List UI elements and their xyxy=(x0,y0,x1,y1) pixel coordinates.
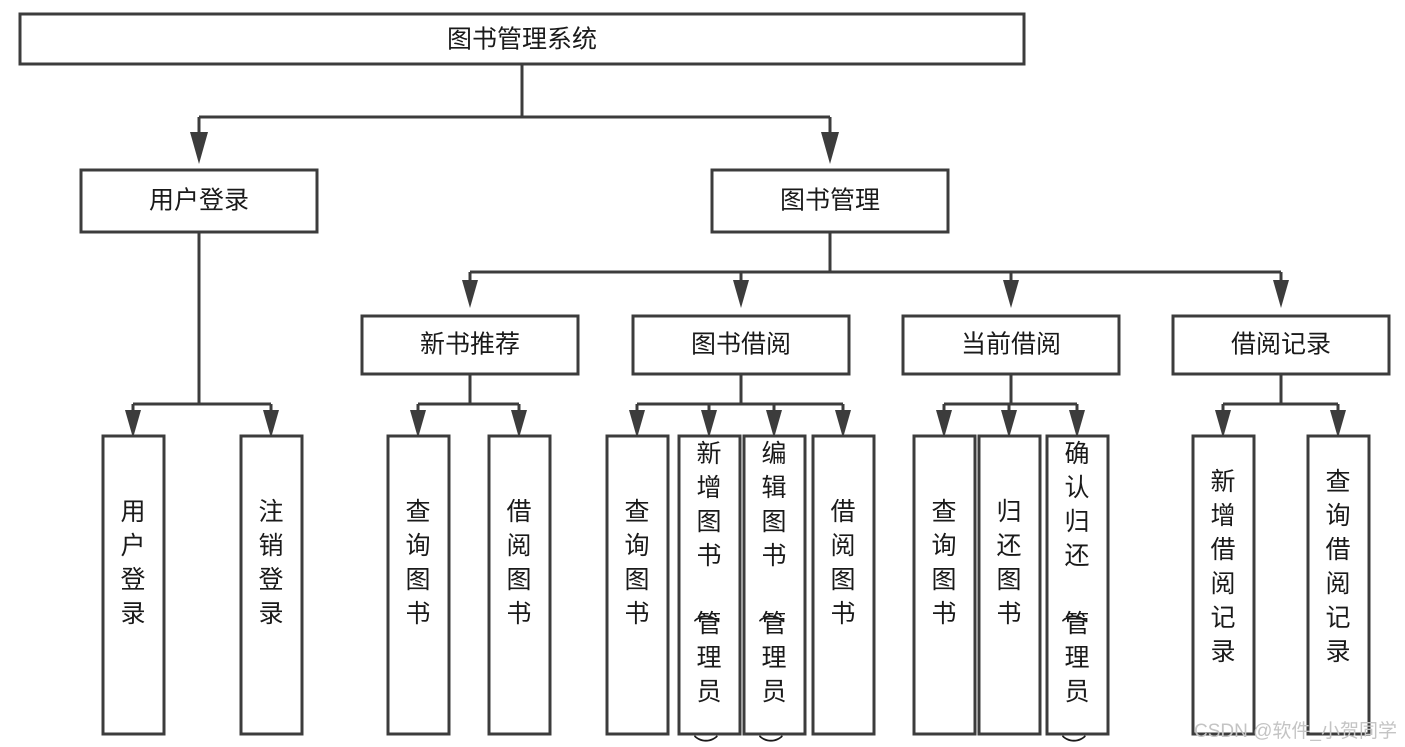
arrow-head-icon xyxy=(410,410,426,438)
arrow-head-icon xyxy=(733,280,749,308)
node-newbook-box[interactable] xyxy=(360,314,580,376)
node-bookmgmt-label: 图书管理 xyxy=(780,187,880,215)
node-root-label: 图书管理系统 xyxy=(447,26,597,54)
node-leaf11-label: 确认归还（管理员） xyxy=(1058,440,1089,747)
node-leaf4-box[interactable] xyxy=(487,434,552,736)
node-login[interactable]: 用户登录 xyxy=(79,168,319,234)
node-leaf2-box[interactable] xyxy=(239,434,304,736)
arrow-head-icon xyxy=(1003,280,1019,308)
node-current-label: 当前借阅 xyxy=(961,331,1061,359)
arrow-head-icon xyxy=(701,410,717,438)
node-leaf13-box[interactable] xyxy=(1306,434,1371,736)
node-leaf12[interactable]: 新增借阅记录 xyxy=(1191,434,1256,736)
node-leaf5-box[interactable] xyxy=(605,434,670,736)
arrow-head-icon xyxy=(511,410,527,438)
node-borrow-label: 图书借阅 xyxy=(691,331,791,359)
node-leaf6[interactable]: 新增图书（管理员） xyxy=(677,434,742,747)
node-leaf4-label: 借阅图书 xyxy=(506,498,531,628)
node-leaf11[interactable]: 确认归还（管理员） xyxy=(1045,434,1110,747)
arrow-head-icon xyxy=(190,132,208,164)
node-leaf5[interactable]: 查询图书 xyxy=(605,434,670,736)
node-login-label: 用户登录 xyxy=(149,187,249,215)
node-current-box[interactable] xyxy=(901,314,1121,376)
node-leaf8-box[interactable] xyxy=(811,434,876,736)
node-leaf6-box[interactable] xyxy=(677,434,742,736)
node-leaf9[interactable]: 查询图书 xyxy=(912,434,977,736)
arrow-head-icon xyxy=(263,410,279,438)
edge-group-records-to-leaves xyxy=(1215,374,1346,438)
arrow-head-icon xyxy=(1330,410,1346,438)
node-leaf8-label: 借阅图书 xyxy=(830,498,855,628)
csdn-watermark: CSDN @软件_小贺同学 xyxy=(1194,721,1397,742)
node-login-box[interactable] xyxy=(79,168,319,234)
node-records-label: 借阅记录 xyxy=(1231,331,1331,359)
node-records[interactable]: 借阅记录 xyxy=(1171,314,1391,376)
node-leaf1-box[interactable] xyxy=(101,434,166,736)
node-leaf10-box[interactable] xyxy=(977,434,1042,736)
arrow-head-icon xyxy=(125,410,141,438)
edge-group-newbook-to-leaves xyxy=(410,374,527,438)
arrow-head-icon xyxy=(936,410,952,438)
arrow-head-icon xyxy=(462,280,478,308)
edge-group-root-to-level2 xyxy=(190,64,839,164)
node-leaf7-box[interactable] xyxy=(742,434,807,736)
node-leaf1[interactable]: 用户登录 xyxy=(101,434,166,736)
node-leaf3-label: 查询图书 xyxy=(405,498,430,628)
node-leaf13[interactable]: 查询借阅记录 xyxy=(1306,434,1371,736)
arrow-head-icon xyxy=(766,410,782,438)
arrow-head-icon xyxy=(1001,410,1017,438)
node-leaf6-label: 新增图书（管理员） xyxy=(690,440,721,747)
node-leaf2-label: 注销登录 xyxy=(258,498,283,628)
node-leaf2[interactable]: 注销登录 xyxy=(239,434,304,736)
edge-group-current-to-leaves xyxy=(936,374,1085,438)
edge-group-bookmgmt-to-level3 xyxy=(462,232,1289,308)
arrow-head-icon xyxy=(1273,280,1289,308)
arrow-head-icon xyxy=(1069,410,1085,438)
arrow-head-icon xyxy=(821,132,839,164)
edge-group-borrow-to-leaves xyxy=(629,374,851,438)
node-current[interactable]: 当前借阅 xyxy=(901,314,1121,376)
node-bookmgmt[interactable]: 图书管理 xyxy=(710,168,950,234)
node-leaf11-box[interactable] xyxy=(1045,434,1110,736)
node-newbook-label: 新书推荐 xyxy=(420,331,520,359)
node-root[interactable]: 图书管理系统 xyxy=(18,12,1026,66)
node-records-box[interactable] xyxy=(1171,314,1391,376)
node-leaf7[interactable]: 编辑图书（管理员） xyxy=(742,434,807,747)
node-leaf4[interactable]: 借阅图书 xyxy=(487,434,552,736)
node-borrow[interactable]: 图书借阅 xyxy=(631,314,851,376)
arrow-head-icon xyxy=(1215,410,1231,438)
node-leaf10[interactable]: 归还图书 xyxy=(977,434,1042,736)
node-leaf13-label: 查询借阅记录 xyxy=(1325,468,1350,666)
node-root-box[interactable] xyxy=(18,12,1026,66)
node-leaf12-label: 新增借阅记录 xyxy=(1210,468,1235,666)
node-leaf3-box[interactable] xyxy=(386,434,451,736)
node-leaf5-label: 查询图书 xyxy=(624,498,649,628)
node-leaf9-box[interactable] xyxy=(912,434,977,736)
arrow-head-icon xyxy=(629,410,645,438)
arrow-head-icon xyxy=(835,410,851,438)
node-leaf12-box[interactable] xyxy=(1191,434,1256,736)
node-leaf1-label: 用户登录 xyxy=(120,498,145,628)
edge-group-login-to-leaves xyxy=(125,232,279,438)
node-borrow-box[interactable] xyxy=(631,314,851,376)
node-leaf9-label: 查询图书 xyxy=(931,498,956,628)
node-leaf7-label: 编辑图书（管理员） xyxy=(755,440,786,747)
node-leaf10-label: 归还图书 xyxy=(996,498,1021,628)
node-newbook[interactable]: 新书推荐 xyxy=(360,314,580,376)
node-bookmgmt-box[interactable] xyxy=(710,168,950,234)
node-leaf8[interactable]: 借阅图书 xyxy=(811,434,876,736)
node-leaf3[interactable]: 查询图书 xyxy=(386,434,451,736)
